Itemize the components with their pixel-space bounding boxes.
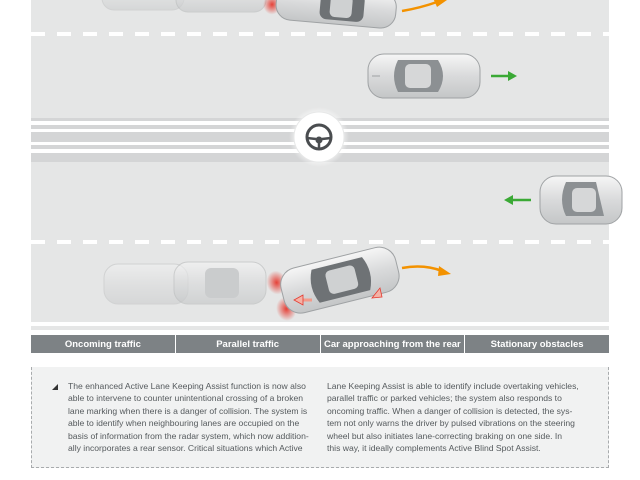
tab-stationary-obstacles[interactable]: Stationary obstacles — [490, 338, 584, 350]
car-top-swerving — [263, 0, 397, 29]
car-parallel-right — [367, 53, 481, 99]
info-line: parallel traffic or parked vehicles; the… — [327, 393, 562, 404]
ghost-car-bottom-2 — [173, 261, 267, 305]
info-line: tem not only warns the driver by pulsed … — [327, 418, 575, 429]
info-line: Lane Keeping Assist is able to identify … — [327, 381, 579, 391]
scenario-tab-bar: Oncoming traffic Parallel traffic Car ap… — [31, 335, 609, 353]
tab-oncoming-traffic[interactable]: Oncoming traffic — [31, 335, 176, 353]
info-line: able to identify when neighbouring lanes… — [68, 418, 300, 429]
info-line: ally incorporates a rear sensor. Critica… — [68, 443, 303, 454]
info-line: oncoming traffic. When a danger of colli… — [327, 405, 573, 416]
info-line: this way, it ideally complements Active … — [327, 443, 541, 454]
info-text-right: Lane Keeping Assist is able to identify … — [327, 380, 582, 454]
ghost-car-top-2 — [175, 0, 267, 13]
warning-arrow-icon — [401, 0, 438, 13]
tab-parallel-traffic[interactable]: Parallel traffic — [176, 335, 321, 353]
info-line: basis of information from the radar syst… — [68, 430, 309, 441]
car-bottom-swerving — [266, 246, 400, 321]
car-oncoming-left — [539, 175, 623, 225]
tab-car-approaching-rear[interactable]: Car approaching from the rear — [321, 335, 466, 353]
info-line: The enhanced Active Lane Keeping Assist … — [68, 381, 306, 391]
ghost-car-top-1 — [101, 0, 185, 11]
info-line: lane marking when there is a danger of c… — [68, 405, 308, 416]
corner-marker-icon — [52, 384, 58, 390]
info-line: wheel but also initiates lane-correcting… — [327, 430, 563, 441]
info-text-left: The enhanced Active Lane Keeping Assist … — [68, 380, 313, 454]
info-line: able to intervene to counter unintention… — [68, 393, 304, 404]
info-panel: The enhanced Active Lane Keeping Assist … — [31, 367, 609, 468]
traffic-arrow-icon — [508, 71, 517, 81]
